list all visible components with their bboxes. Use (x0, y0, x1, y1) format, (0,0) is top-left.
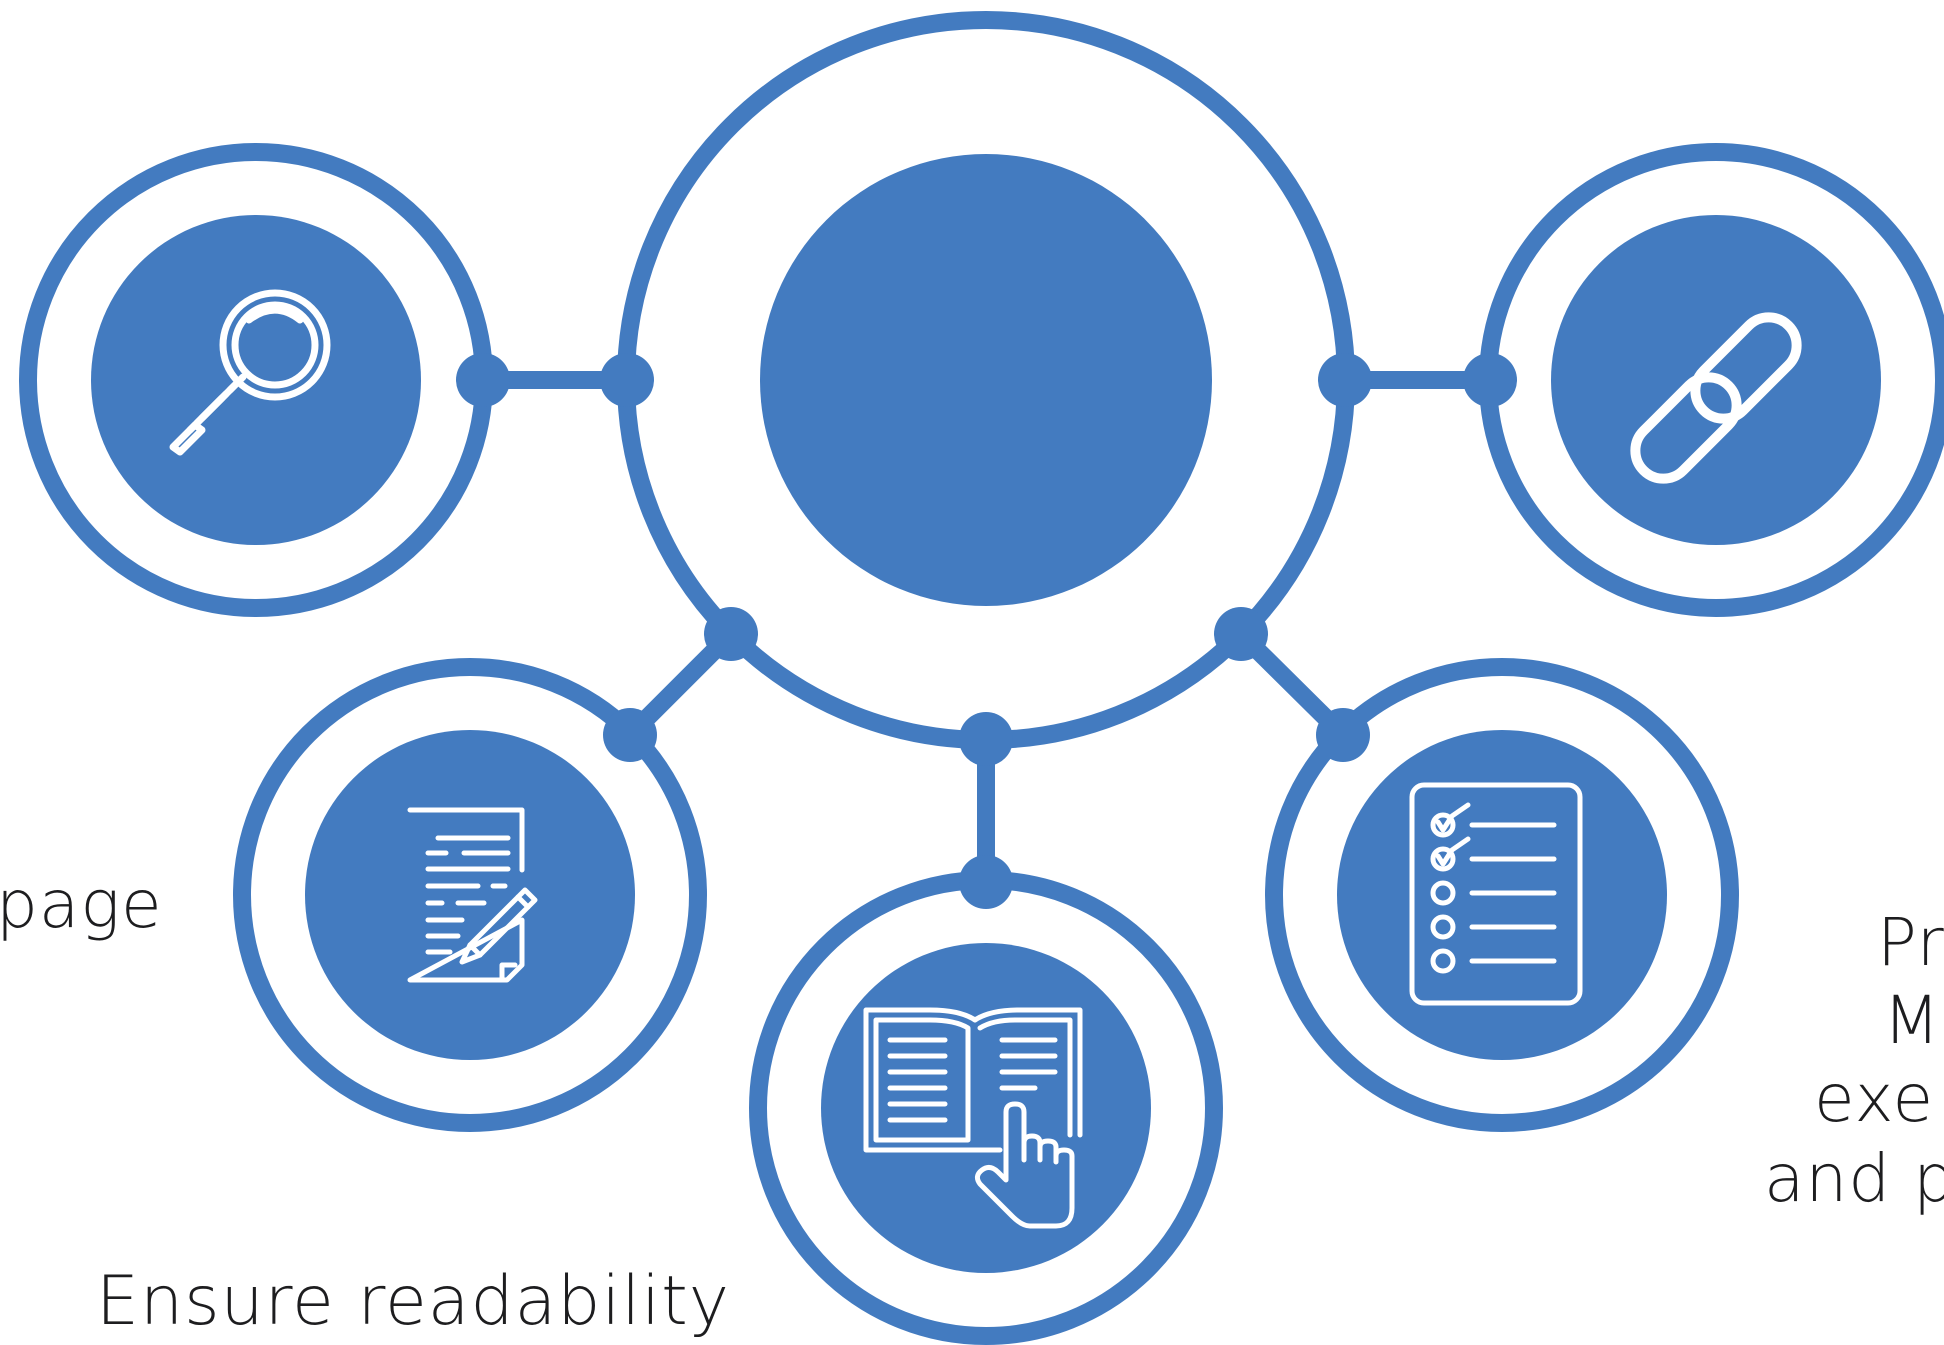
label-left-partial: page (0, 866, 163, 943)
label-right-line-3: exe (1814, 1060, 1935, 1137)
dot-right-inner (1318, 353, 1372, 407)
dot-midright-outer (1316, 708, 1370, 762)
dot-right-outer (1463, 353, 1517, 407)
open-book-hand-icon (863, 1007, 1083, 1229)
dot-left-outer (456, 353, 510, 407)
dot-bottom-outer (959, 855, 1013, 909)
center-disc (760, 154, 1212, 606)
dot-midleft-outer (603, 708, 657, 762)
document-edit-icon (407, 807, 538, 983)
node-top-right (1479, 143, 1944, 617)
node-mid-right (1265, 658, 1739, 1132)
node-bottom (749, 871, 1223, 1345)
node-mid-left-ring (233, 658, 707, 1132)
dot-bottom-inner (959, 712, 1013, 766)
node-bottom-disc (821, 943, 1151, 1273)
dot-left-inner (600, 353, 654, 407)
dot-midright-inner (1214, 607, 1268, 661)
node-mid-left (233, 658, 707, 1132)
checklist-icon (1409, 782, 1583, 1006)
label-right-line-2: M (1883, 982, 1941, 1059)
node-mid-right-ring (1265, 658, 1739, 1132)
label-right-line-1: Pr (1877, 904, 1944, 981)
label-bottom: Ensure readability (96, 1262, 731, 1341)
dot-midleft-inner (704, 607, 758, 661)
chain-link-icon (1630, 312, 1802, 484)
junction-dots (456, 353, 1517, 909)
node-top-left (19, 143, 493, 617)
node-mid-left-disc (305, 730, 635, 1060)
magnifying-glass-icon (169, 289, 331, 456)
label-right-line-4: and p (1764, 1140, 1944, 1217)
